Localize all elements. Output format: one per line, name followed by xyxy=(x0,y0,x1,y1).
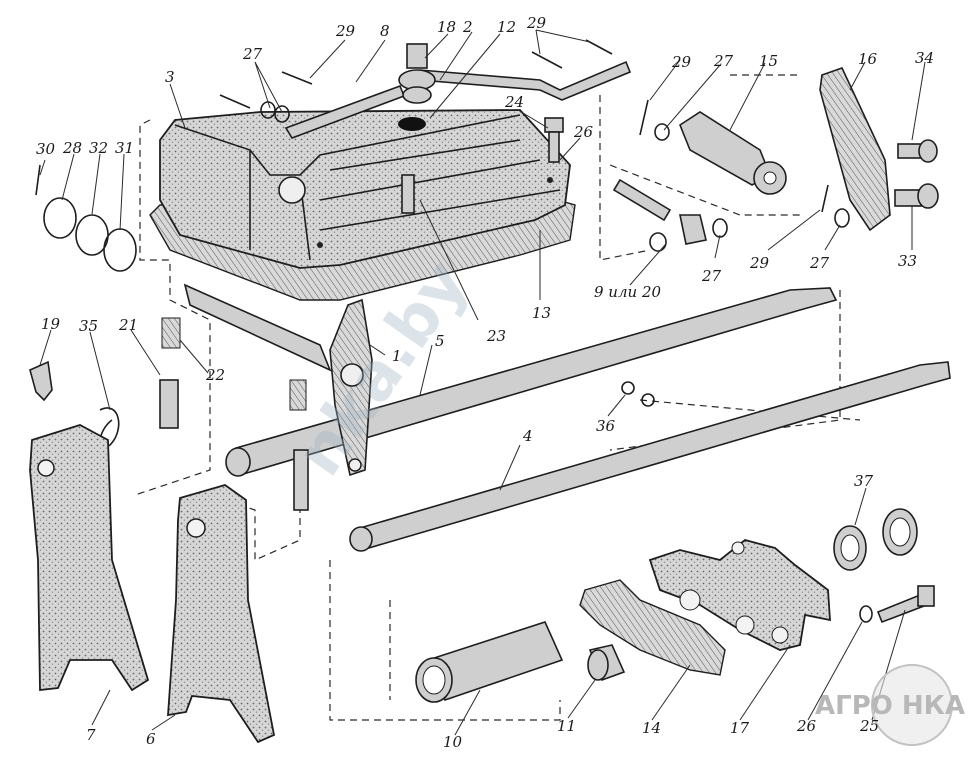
ball xyxy=(641,393,655,407)
callout-18: 18 xyxy=(437,18,456,36)
callout-22: 22 xyxy=(205,366,225,384)
callout-29-plate: 29 xyxy=(749,254,770,272)
split-pins xyxy=(35,39,829,213)
callout-37: 37 xyxy=(854,472,874,490)
svg-text:АГРО НКА: АГРО НКА xyxy=(815,691,965,721)
top-ring-seat xyxy=(398,117,426,131)
ball xyxy=(621,381,635,395)
callout-36: 36 xyxy=(596,417,616,435)
callout-12: 12 xyxy=(497,18,516,36)
bolt xyxy=(897,139,938,163)
callout-29-top: 29 xyxy=(526,14,547,32)
detent-spring xyxy=(161,317,307,411)
callout-4: 4 xyxy=(522,427,533,445)
callout-34: 34 xyxy=(915,49,934,67)
needle-bearing xyxy=(882,508,918,556)
lock-clip xyxy=(29,360,53,402)
callout-1: 1 xyxy=(392,347,402,365)
bolt-hole-left xyxy=(317,242,323,248)
callout-31: 31 xyxy=(115,139,134,157)
shift-arm xyxy=(329,298,373,477)
bolt-hole-right xyxy=(547,177,553,183)
callout-5: 5 xyxy=(435,332,445,350)
pin xyxy=(401,174,415,214)
callout-29-link: 29 xyxy=(671,53,692,71)
lock-wire xyxy=(99,407,120,448)
sleeve xyxy=(415,621,564,703)
callout-15: 15 xyxy=(759,52,778,70)
callout-24: 24 xyxy=(504,93,524,111)
needle-bearing xyxy=(833,525,867,571)
callout-32: 32 xyxy=(89,139,108,157)
callout-26-top: 26 xyxy=(573,123,594,141)
callout-labels: 1 2 3 4 5 6 7 8 10 11 12 13 14 15 16 17 … xyxy=(36,14,934,751)
callout-35: 35 xyxy=(79,317,98,335)
bushing xyxy=(587,644,626,682)
callout-17: 17 xyxy=(730,719,750,737)
callout-27-lever: 27 xyxy=(701,267,722,285)
callout-26-bottom: 26 xyxy=(796,717,817,735)
callout-27-link: 27 xyxy=(713,52,734,70)
shift-lever xyxy=(284,43,632,139)
brand-logo: АГРО НКА xyxy=(815,664,965,746)
bolt xyxy=(894,183,939,209)
link-assembly xyxy=(612,111,787,252)
detent-plunger xyxy=(159,379,309,511)
boss-hole xyxy=(278,176,306,204)
callout-11: 11 xyxy=(557,717,576,735)
shift-fork-left xyxy=(29,424,150,692)
callout-10: 10 xyxy=(443,733,463,751)
bracket-gasket xyxy=(579,579,726,676)
callout-33: 33 xyxy=(898,252,917,270)
callout-27-cover: 27 xyxy=(242,45,263,63)
washer xyxy=(859,605,873,623)
shift-cover xyxy=(159,109,571,269)
callout-21: 21 xyxy=(118,316,138,334)
callout-3: 3 xyxy=(165,68,175,86)
callout-13: 13 xyxy=(532,304,551,322)
callout-2: 2 xyxy=(462,18,473,36)
bolt xyxy=(876,585,935,624)
washer xyxy=(43,197,77,239)
callout-19: 19 xyxy=(41,315,61,333)
bracket-plate xyxy=(819,67,891,232)
callout-9-or-20: 9 или 20 xyxy=(594,283,661,301)
assembly-dashed-lines xyxy=(134,74,861,721)
callout-23: 23 xyxy=(486,327,506,345)
bolt xyxy=(544,117,564,163)
callout-28: 28 xyxy=(62,139,82,157)
callout-14: 14 xyxy=(642,719,661,737)
bracket-housing xyxy=(648,539,831,651)
callout-8: 8 xyxy=(380,22,390,40)
callout-30: 30 xyxy=(36,140,56,158)
callout-7: 7 xyxy=(86,726,96,744)
callout-27-plate: 27 xyxy=(809,254,830,272)
callout-6: 6 xyxy=(146,730,156,748)
washer xyxy=(834,208,850,228)
shift-fork-right xyxy=(167,484,276,744)
washer xyxy=(274,105,290,123)
callout-25: 25 xyxy=(859,717,879,735)
leader-lines xyxy=(39,29,926,736)
snap-ring xyxy=(103,228,137,272)
callout-16: 16 xyxy=(858,50,878,68)
upper-rail xyxy=(183,283,332,372)
callout-29-lever: 29 xyxy=(335,22,356,40)
ring xyxy=(75,214,109,256)
